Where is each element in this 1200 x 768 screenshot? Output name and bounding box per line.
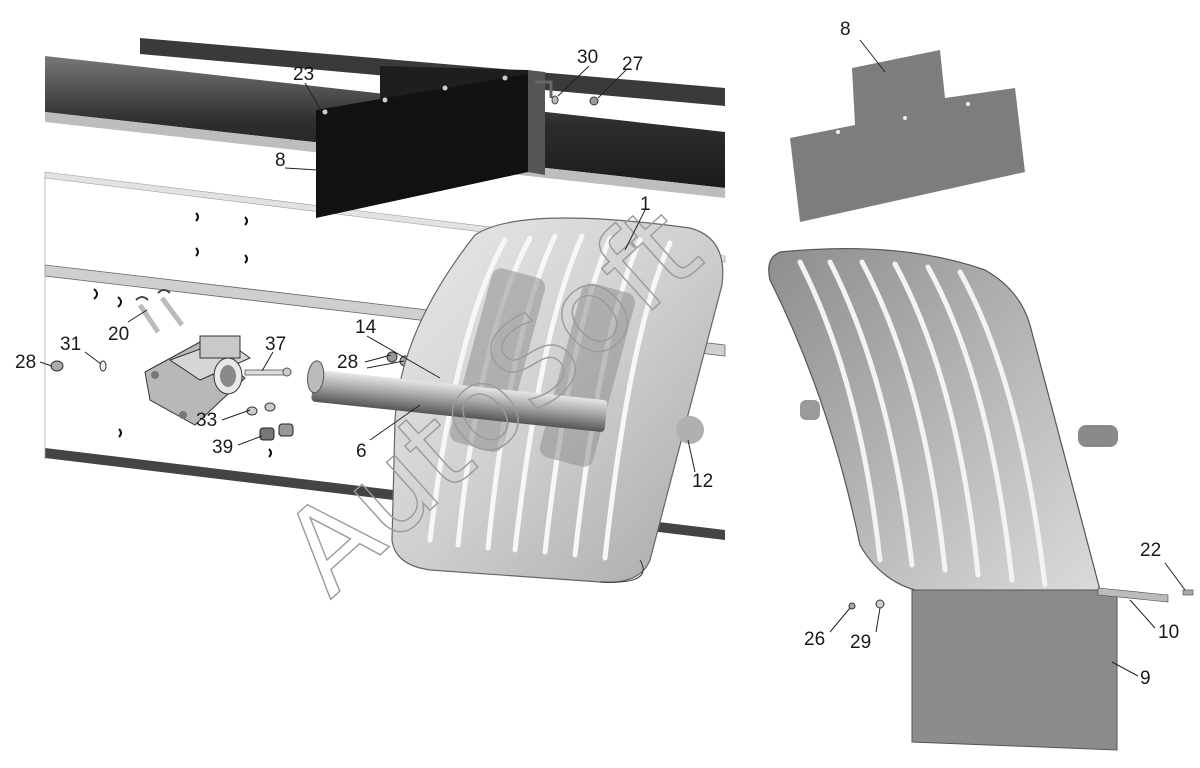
callout-30: 30 [577, 47, 598, 68]
callout-33: 33 [196, 410, 217, 431]
callout-28-left: 28 [15, 352, 36, 373]
fasteners-26-29 [848, 599, 885, 610]
callout-9: 9 [1140, 668, 1151, 689]
callout-10: 10 [1158, 622, 1179, 643]
callout-37: 37 [265, 334, 286, 355]
callout-6: 6 [356, 441, 367, 462]
mudflap-9 [911, 589, 1118, 751]
callout-29: 29 [850, 632, 871, 653]
callout-8-exploded: 8 [840, 19, 851, 40]
callout-27: 27 [622, 54, 643, 75]
tube-6 [307, 360, 608, 432]
pin-37 [244, 367, 292, 377]
callout-26: 26 [804, 629, 825, 650]
callout-labels: 1 6 8 8 9 10 12 14 20 22 23 26 27 28 28 … [15, 19, 1179, 689]
callout-39: 39 [212, 437, 233, 458]
callout-20: 20 [108, 324, 129, 345]
strip-10 [1097, 587, 1194, 603]
hardware-30-27 [535, 80, 599, 106]
mudflap-8-mounted [316, 66, 545, 218]
callout-8-mounted: 8 [275, 150, 286, 171]
callout-22: 22 [1140, 540, 1161, 561]
bolts-20 [135, 289, 185, 334]
callout-14: 14 [355, 317, 377, 338]
leader-lines [39, 39, 1186, 677]
callout-12: 12 [692, 471, 713, 492]
frame-clips [93, 212, 272, 458]
mudflap-8-exploded [790, 50, 1025, 222]
right-fender [768, 247, 1118, 602]
cap-12 [676, 416, 704, 444]
bracket-assembly [144, 335, 252, 426]
callout-28-center: 28 [337, 352, 358, 373]
callout-23: 23 [293, 64, 314, 85]
callout-1: 1 [640, 194, 651, 215]
callout-31: 31 [60, 334, 81, 355]
